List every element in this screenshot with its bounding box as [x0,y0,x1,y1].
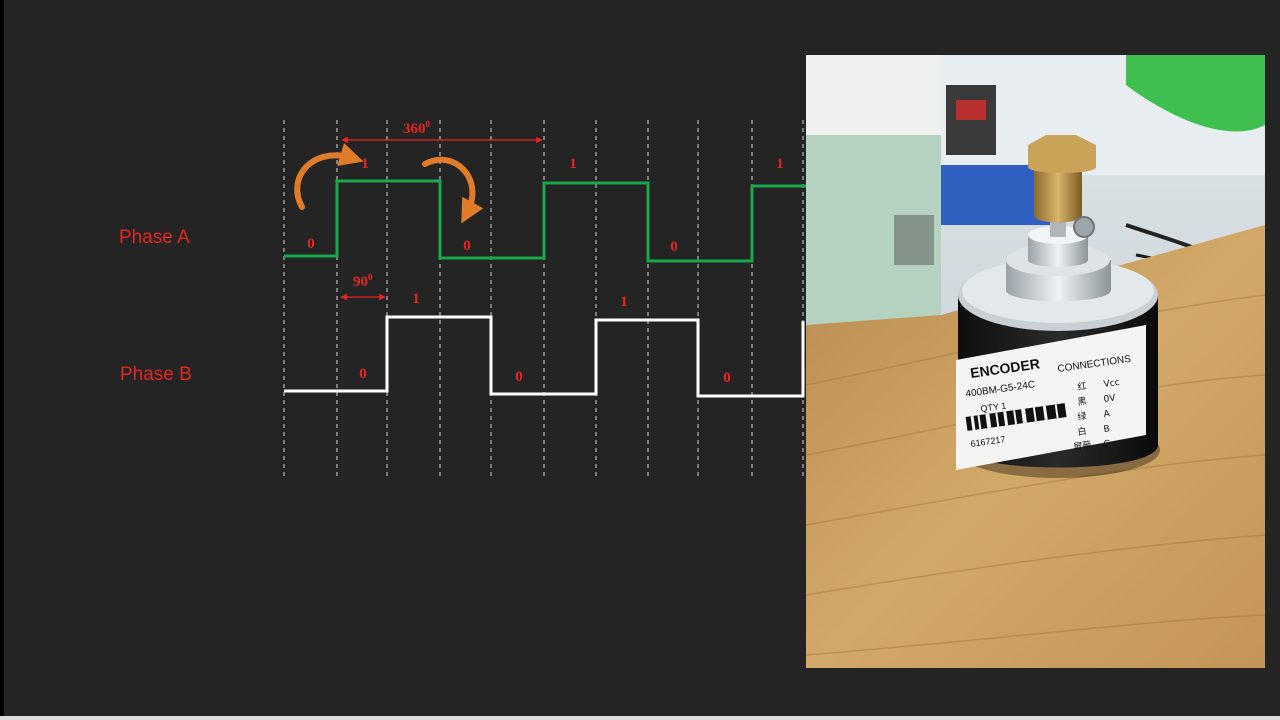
phase-a-bit: 1 [569,156,577,172]
timing-guide-lines [284,120,803,476]
quadrature-waveform-diagram: 0 1 0 1 0 1 0 1 0 1 0 3600 900 [0,0,806,720]
phase-a-bit: 1 [776,156,784,172]
falling-edge-rotation-arrow [425,160,472,213]
encoder-photo: ENCODER 400BM-G5-24C QTY 1 6167217 CONNE… [806,55,1265,668]
connection-signal: G [1103,439,1111,450]
phase-b-bit: 0 [723,370,731,386]
connection-signal: 0V [1103,393,1117,405]
phase-b-bit: 0 [515,369,523,385]
phase-a-bit: 0 [670,239,678,255]
phase-b-bit: 1 [412,291,420,307]
phase-a-bit: 1 [361,156,369,172]
phase-a-bit: 0 [463,238,471,254]
period-label: 3600 [403,119,431,137]
phase-shift-label: 900 [353,272,373,290]
connection-color: 黑 [1077,396,1087,408]
phase-b-bit: 0 [359,366,367,382]
phase-a-bit: 0 [307,236,315,252]
phase-a-wave [284,181,806,261]
phase-b-bit: 1 [620,294,628,310]
